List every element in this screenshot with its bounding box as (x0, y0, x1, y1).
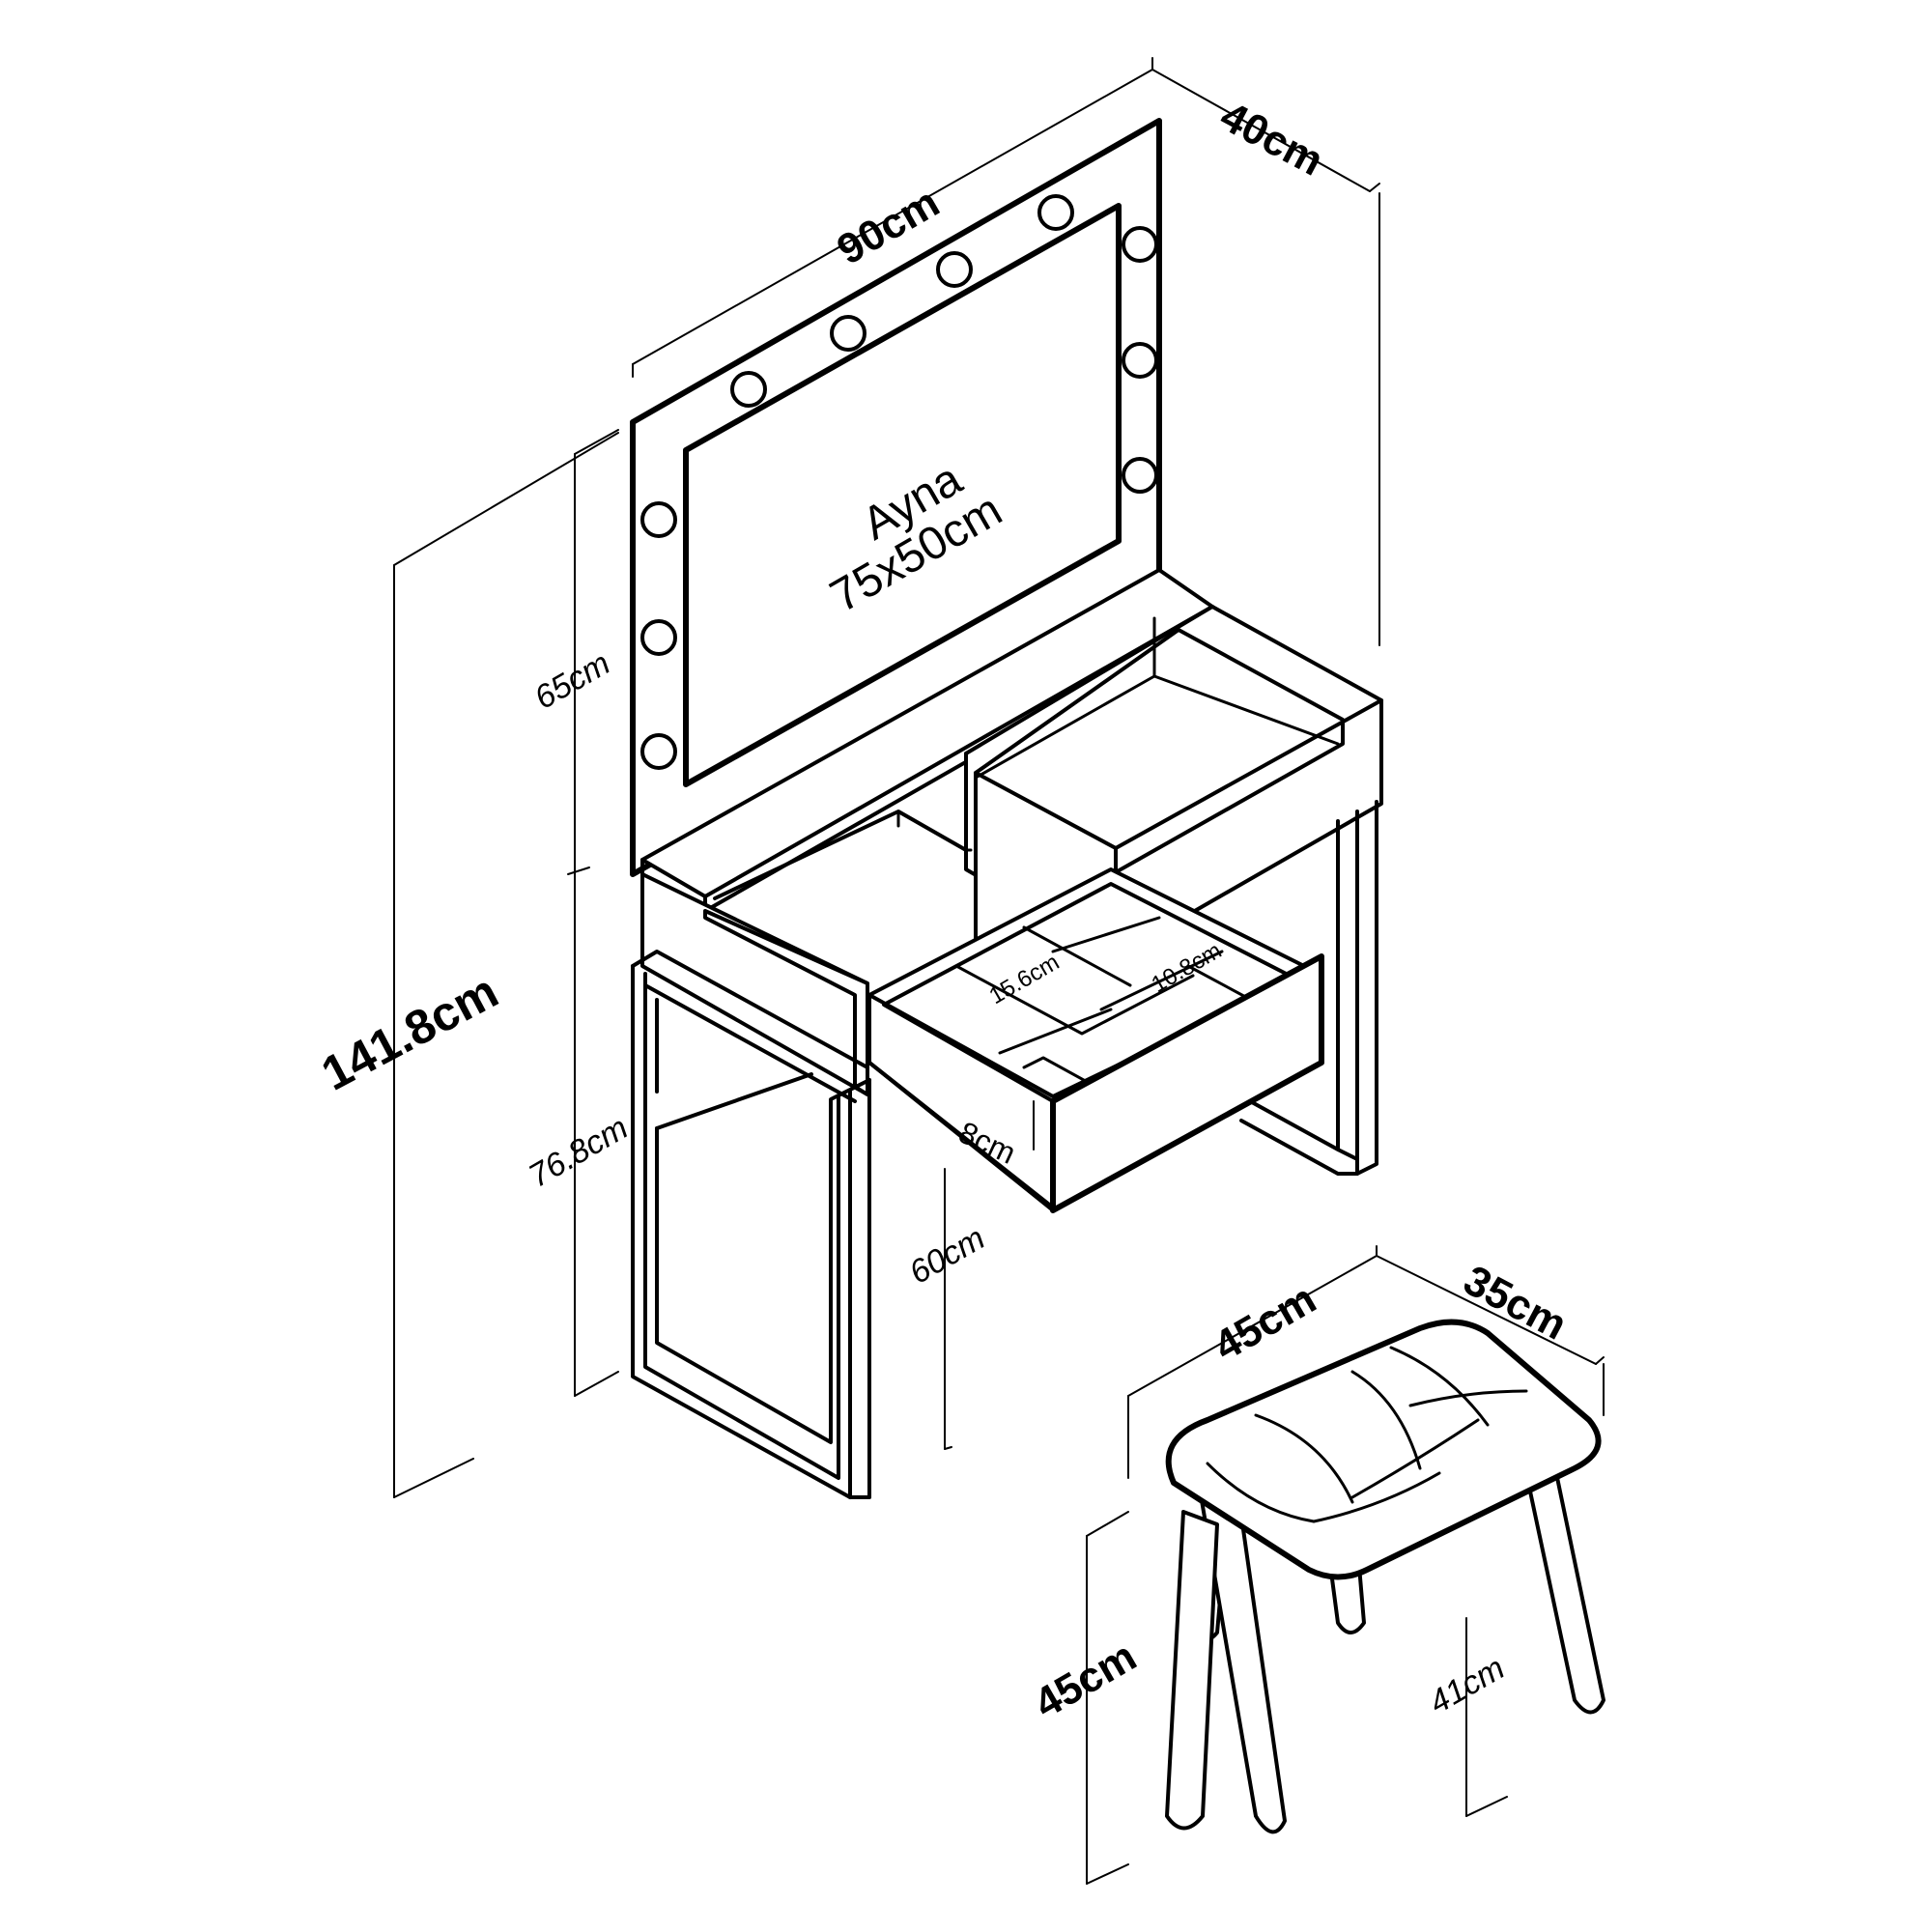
depth-label: 40cm (1212, 93, 1330, 185)
left-section (640, 752, 973, 1096)
mirror-section-height-label: 65cm (528, 644, 616, 716)
stool-height-label: 45cm (1027, 1633, 1145, 1728)
leg-clearance-label: 60cm (903, 1219, 991, 1291)
right-compartment (964, 605, 1383, 958)
bulb-icon (640, 619, 677, 656)
bulb-icon (1122, 226, 1158, 263)
mirror-panel (630, 118, 1162, 877)
bulb-icon (1122, 342, 1158, 379)
table-height-label: 76.8cm (523, 1109, 635, 1195)
table-dimension-lines (393, 57, 1380, 1498)
stool-width-label: 45cm (1207, 1275, 1324, 1371)
mirror-glass (683, 203, 1122, 787)
bulb-icon (1037, 194, 1074, 231)
bulb-icon (936, 251, 973, 288)
drawer-front (1050, 953, 1324, 1213)
bulb-icons (640, 194, 1158, 770)
stool: 45cm 35cm 45cm 41cm (1027, 1245, 1605, 1885)
bulb-icon (640, 501, 677, 538)
right-leg-frame (1239, 800, 1378, 1176)
bulb-icon (1122, 457, 1158, 494)
dressing-table: 90cm 40cm 141.8cm 65cm 76.8cm 60cm 8cm 1… (313, 57, 1383, 1499)
bulb-icon (730, 371, 767, 408)
stool-cushion (1165, 1319, 1602, 1580)
stool-legs (1165, 1428, 1605, 1834)
bulb-icon (640, 733, 677, 770)
stool-dimension-lines (1086, 1245, 1605, 1885)
left-leg-frame (631, 950, 871, 1499)
bulb-icon (830, 315, 867, 352)
drawer (867, 867, 1324, 1213)
total-height-label: 141.8cm (313, 964, 507, 1101)
